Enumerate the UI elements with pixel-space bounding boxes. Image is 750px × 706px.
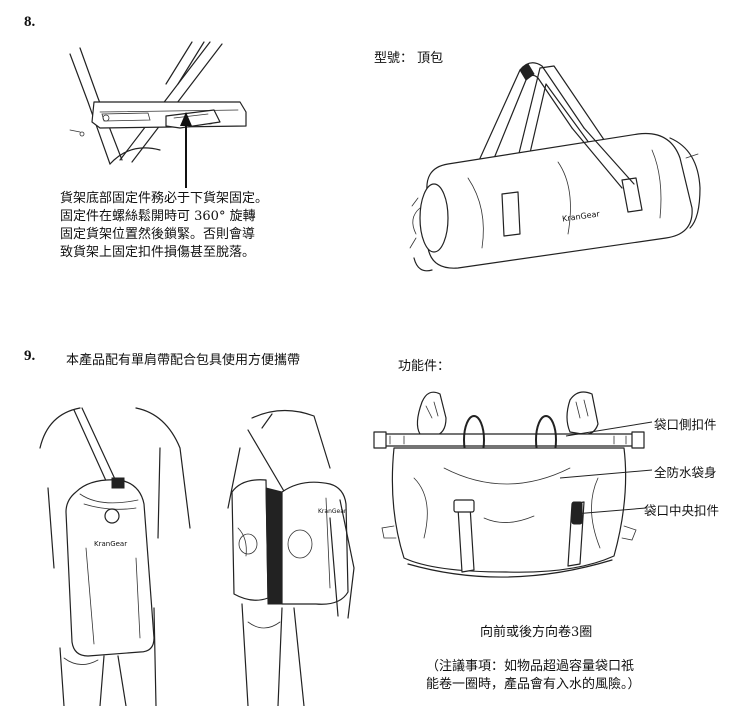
roll-top-bag-illustration	[374, 388, 644, 588]
center-buckle-label: 袋口中央扣件	[644, 503, 720, 518]
section-9-intro: 本產品配有單肩帶配合包具使用方便攜帶	[66, 353, 301, 368]
features-title: 功能件：	[398, 359, 451, 374]
brand-logo-front: KranGear	[94, 540, 128, 548]
side-buckle-label: 袋口側扣件	[654, 417, 717, 432]
section-8-note: 貨架底部固定件務必于下貨架固定。 固定件在螺絲鬆開時可 360° 旋轉 固定貨架…	[60, 190, 268, 262]
duffel-bag-illustration	[408, 58, 708, 278]
callout-lines	[560, 420, 660, 520]
caution-note: （注議事項：如物品超過容量袋口祇 能卷一圈時，產品會有入水的風險。）	[426, 658, 641, 694]
shoulder-carry-front-illustration	[40, 408, 190, 706]
brand-logo-side: KranGear	[318, 508, 347, 515]
waterproof-body-label: 全防水袋身	[654, 465, 717, 480]
note-line: 固定貨架位置然後鎖緊。否則會導	[60, 227, 256, 242]
pointer-arrow-icon	[180, 112, 192, 188]
section-8-number: 8.	[24, 14, 36, 30]
roll-instruction: 向前或後方向卷3圈	[480, 625, 593, 640]
note-line: 固定件在螺絲鬆開時可 360° 旋轉	[60, 209, 256, 224]
section-9-number: 9.	[24, 348, 36, 364]
note-line: 致貨架上固定扣件損傷甚至脫落。	[60, 245, 256, 260]
rack-mount-illustration	[70, 42, 260, 172]
shoulder-carry-side-illustration	[222, 408, 362, 706]
model-label: 型號： 頂包	[374, 51, 444, 66]
note-line: 貨架底部固定件務必于下貨架固定。	[60, 191, 269, 206]
caution-line: （注議事項：如物品超過容量袋口祇	[426, 659, 635, 674]
caution-line: 能卷一圈時，產品會有入水的風險。）	[426, 677, 641, 692]
